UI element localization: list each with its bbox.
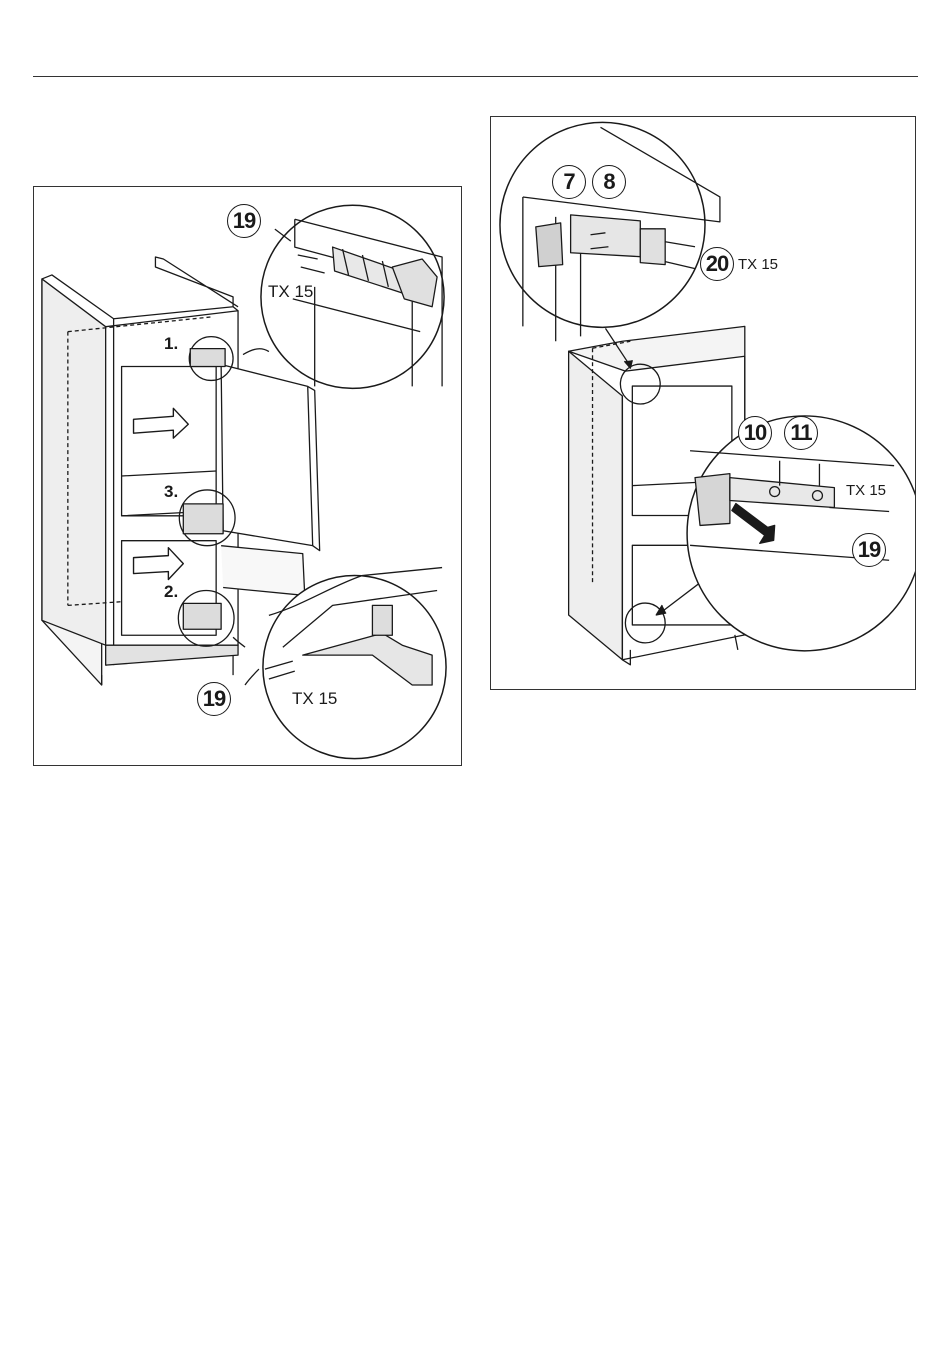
tool-label-bottom: TX 15: [292, 690, 337, 707]
callout-11: 11: [784, 416, 818, 450]
callout-19-top: 19: [227, 204, 261, 238]
step-label-3: 3.: [164, 483, 178, 500]
tool-label-bottom: TX 15: [846, 483, 886, 498]
callout-7: 7: [552, 165, 586, 199]
right-illustration: [491, 117, 915, 689]
figure-fixing-bracket-detail: 7 8 20 TX 15 10 11 TX 15 19: [490, 116, 916, 690]
callout-8: 8: [592, 165, 626, 199]
tool-label-top: TX 15: [268, 283, 313, 300]
step-label-1: 1.: [164, 335, 178, 352]
left-illustration: [34, 187, 461, 765]
callout-19-bottom: 19: [197, 682, 231, 716]
callout-19: 19: [852, 533, 886, 567]
callout-10: 10: [738, 416, 772, 450]
figure-door-hinge-adjustment: 1. 3. 2. 19 19 TX 15 TX 15: [33, 186, 462, 766]
tool-label-top: TX 15: [738, 257, 778, 272]
header-rule: [33, 76, 918, 77]
step-label-2: 2.: [164, 583, 178, 600]
callout-20: 20: [700, 247, 734, 281]
